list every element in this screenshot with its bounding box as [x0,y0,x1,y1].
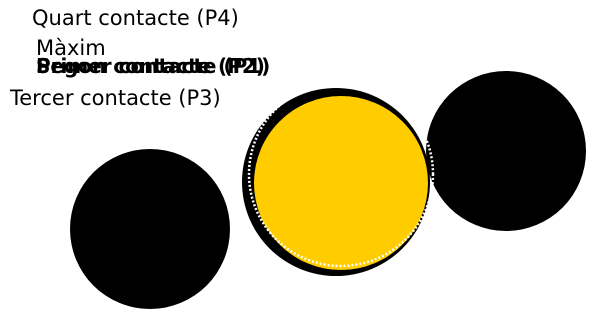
label-second-contact: Segon contacte (P2) [36,54,265,78]
label-third-contact: Tercer contacte (P3) [10,86,221,110]
label-first-contact: Primer contacte (P1) [36,54,271,78]
moon-disc-right [426,71,586,231]
sun-disc [254,96,428,270]
moon-limb-dotted-outline [247,80,435,268]
label-fourth-contact: Quart contacte (P4) [32,6,239,30]
moon-disc-left [70,149,230,309]
label-maximum: Màxim [36,36,106,60]
